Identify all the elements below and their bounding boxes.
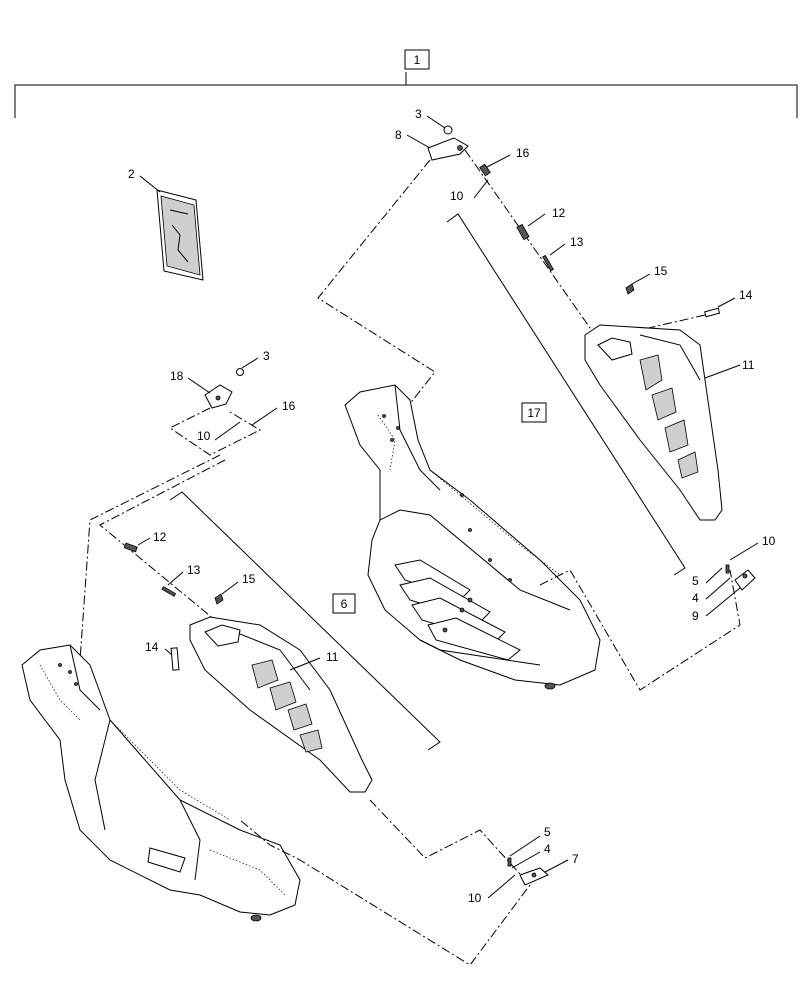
svg-text:16: 16	[282, 399, 296, 413]
callout-5-left[interactable]: 5	[544, 825, 551, 839]
svg-text:17: 17	[527, 406, 541, 420]
svg-text:13: 13	[187, 563, 201, 577]
seat-center	[344, 384, 601, 690]
svg-text:4: 4	[544, 842, 551, 856]
callout-3-left[interactable]: 3	[263, 349, 270, 363]
callout-10-left-upper[interactable]: 10	[197, 429, 211, 443]
svg-text:7: 7	[572, 852, 579, 866]
svg-text:2: 2	[128, 167, 135, 181]
callout-10[interactable]: 10	[450, 189, 464, 203]
callout-13-left[interactable]: 13	[187, 563, 201, 577]
callout-6[interactable]: 6	[332, 593, 356, 614]
callout-15[interactable]: 15	[654, 264, 668, 278]
svg-text:10: 10	[450, 189, 464, 203]
screw-12-left	[123, 537, 151, 553]
callout-18[interactable]: 18	[170, 369, 184, 383]
callout-10-right-lower[interactable]: 10	[762, 534, 776, 548]
svg-text:3: 3	[263, 349, 270, 363]
callout-17[interactable]: 17	[521, 402, 547, 423]
svg-text:10: 10	[762, 534, 776, 548]
leader-17	[446, 213, 686, 576]
callout-12-left[interactable]: 12	[153, 530, 167, 544]
pin-13-left	[161, 571, 184, 597]
bolt-14-left	[164, 647, 180, 671]
callout-10-left-lower[interactable]: 10	[468, 891, 482, 905]
svg-text:11: 11	[742, 358, 755, 372]
svg-text:8: 8	[395, 128, 402, 142]
svg-text:12: 12	[552, 206, 566, 220]
callout-15-left[interactable]: 15	[242, 572, 256, 586]
callout-4-right[interactable]: 4	[692, 591, 699, 605]
callout-13[interactable]: 13	[570, 235, 584, 249]
svg-text:11: 11	[326, 650, 339, 664]
upper-left-bracket	[187, 357, 259, 409]
callout-4-left[interactable]: 4	[544, 842, 551, 856]
callout-8[interactable]: 8	[395, 128, 402, 142]
svg-text:1: 1	[414, 53, 421, 67]
callout-16[interactable]: 16	[516, 146, 530, 160]
armrest-cover-left	[189, 616, 373, 793]
lower-right-hardware	[705, 542, 759, 617]
callout-3[interactable]: 3	[415, 107, 422, 121]
pin-13-right	[542, 243, 566, 272]
callout-11-right[interactable]: 11	[742, 358, 755, 372]
svg-text:18: 18	[170, 369, 184, 383]
svg-text:12: 12	[153, 530, 167, 544]
callout-9[interactable]: 9	[692, 609, 699, 623]
callout-12[interactable]: 12	[552, 206, 566, 220]
callout-14-left[interactable]: 14	[145, 640, 159, 654]
svg-text:6: 6	[341, 597, 348, 611]
svg-text:16: 16	[516, 146, 530, 160]
svg-text:3: 3	[415, 107, 422, 121]
callout-2[interactable]: 2	[128, 167, 135, 181]
bolt-14-right	[639, 297, 736, 331]
lower-left-hardware	[487, 835, 569, 899]
callout-16-left[interactable]: 16	[282, 399, 296, 413]
clip-15-left	[214, 581, 239, 605]
callout-5-right[interactable]: 5	[692, 574, 699, 588]
manual-part	[139, 175, 204, 281]
seat-left	[21, 644, 301, 922]
upper-right-bracket	[406, 115, 469, 161]
svg-text:14: 14	[739, 288, 753, 302]
svg-text:10: 10	[197, 429, 211, 443]
leader-6	[169, 491, 441, 751]
svg-text:15: 15	[654, 264, 668, 278]
svg-text:13: 13	[570, 235, 584, 249]
assembly-bracket	[14, 72, 798, 118]
svg-text:14: 14	[145, 640, 159, 654]
screw-12-right	[516, 213, 546, 241]
svg-text:4: 4	[692, 591, 699, 605]
callout-7[interactable]: 7	[572, 852, 579, 866]
clip-15-right	[625, 273, 651, 295]
callout-14[interactable]: 14	[739, 288, 753, 302]
svg-text:9: 9	[692, 609, 699, 623]
callout-1[interactable]: 1	[404, 49, 430, 70]
svg-text:5: 5	[692, 574, 699, 588]
callout-11-left[interactable]: 11	[326, 650, 339, 664]
armrest-cover-right	[584, 324, 741, 521]
svg-text:10: 10	[468, 891, 482, 905]
svg-text:5: 5	[544, 825, 551, 839]
svg-text:15: 15	[242, 572, 256, 586]
